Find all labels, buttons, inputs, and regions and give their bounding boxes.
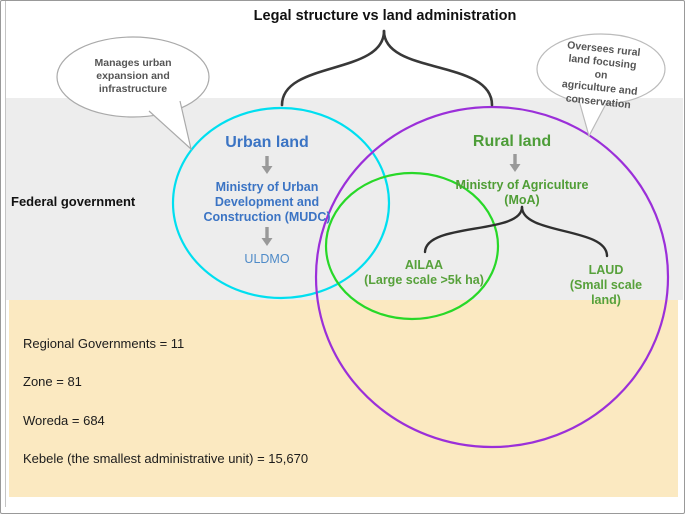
moa-label: Ministry of Agriculture (MoA) bbox=[455, 178, 589, 207]
ailaa-label: AILAA (Large scale >5k ha) bbox=[364, 258, 484, 287]
admin-stats-panel bbox=[9, 300, 678, 497]
stat-regional-governments: Regional Governments = 11 bbox=[23, 336, 185, 351]
mudc-down-arrow-icon bbox=[261, 227, 273, 246]
uldmo-label: ULDMO bbox=[244, 252, 290, 266]
rural-land-down-arrow-icon bbox=[509, 154, 521, 172]
urban-land-heading: Urban land bbox=[225, 134, 309, 151]
frame-left-line bbox=[5, 1, 6, 507]
rural-land-heading: Rural land bbox=[472, 133, 552, 150]
urban-land-down-arrow-icon bbox=[261, 156, 273, 174]
stat-kebele: Kebele (the smallest administrative unit… bbox=[23, 451, 309, 466]
rural-land-circle bbox=[314, 105, 670, 449]
speech-bubble-rural bbox=[536, 33, 666, 138]
moa-brace bbox=[423, 205, 609, 258]
stat-zone: Zone = 81 bbox=[23, 374, 82, 389]
federal-government-band bbox=[6, 98, 683, 300]
urban-callout-text: Manages urban expansion and infrastructu… bbox=[94, 57, 172, 96]
laud-label: LAUD (Small scale land) bbox=[569, 263, 643, 307]
title-brace bbox=[280, 29, 494, 107]
figure-title: Legal structure vs land administration bbox=[253, 8, 517, 24]
rural-callout-text: Oversees rural land focusing on agricult… bbox=[561, 39, 642, 111]
mudc-label: Ministry of Urban Development and Constr… bbox=[203, 180, 331, 224]
stat-woreda: Woreda = 684 bbox=[23, 413, 105, 428]
speech-bubble-urban bbox=[56, 36, 210, 151]
federal-government-label: Federal government bbox=[11, 194, 136, 209]
urban-land-circle bbox=[171, 106, 391, 300]
ailaa-overlap-circle bbox=[324, 171, 500, 321]
